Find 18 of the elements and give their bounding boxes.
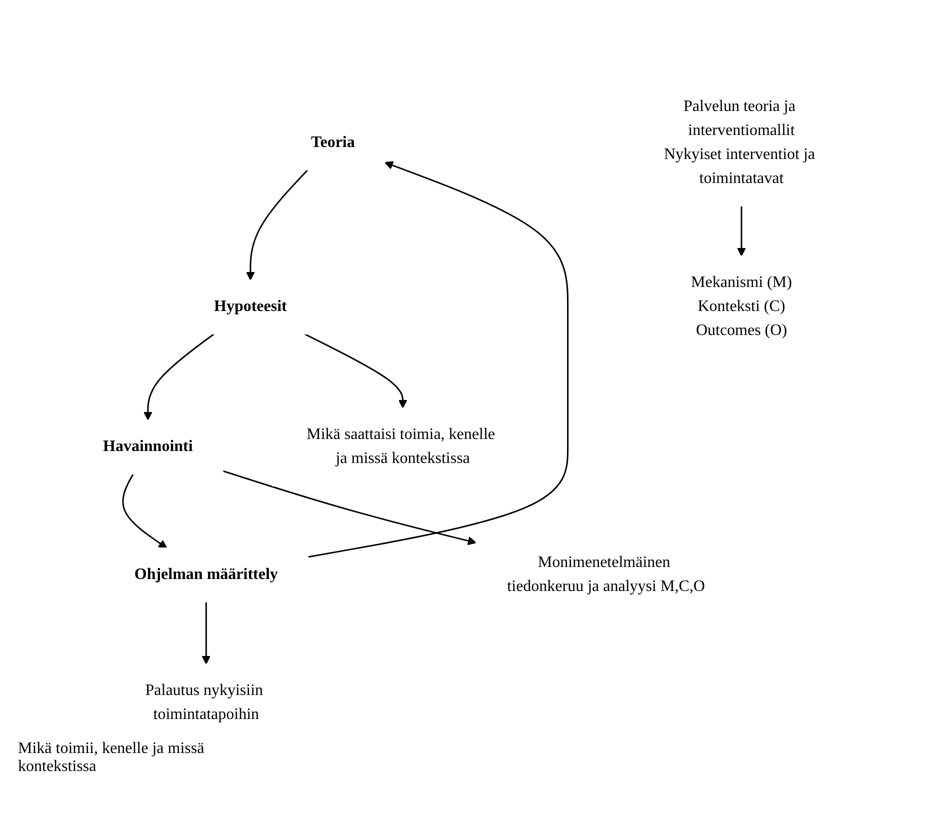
node-text: Palvelun teoria ja interventiomallit Nykyiset interventiot ja toimintatavat (664, 98, 816, 187)
node-text: Palautus nykyisiin toimintatapoihin (146, 682, 264, 723)
node-text: Ohjelman määrittely (134, 566, 278, 583)
arrow (304, 333, 408, 408)
arrow (122, 474, 168, 548)
arrow (144, 333, 215, 420)
node-text: Mikä saattaisi toimia, kenelle ja missä kontekstissa (306, 426, 496, 467)
node-text: Hypoteesit (214, 298, 288, 315)
node-text: Monimenetelmäinen tiedonkeruu ja analyysi M,C,O (507, 554, 706, 595)
node-text: Mekanismi (M) Konteksti (C) Outcomes (O) (691, 274, 792, 339)
arrow (202, 602, 211, 664)
note-text: Mikä toimii, kenelle ja missä kontekstissa (18, 740, 206, 776)
node-text: Havainnointi (103, 438, 194, 455)
arrow (737, 206, 746, 256)
arrow (308, 161, 569, 558)
node-text: Teoria (311, 134, 356, 151)
arrow (246, 169, 308, 280)
arrow (222, 470, 477, 546)
